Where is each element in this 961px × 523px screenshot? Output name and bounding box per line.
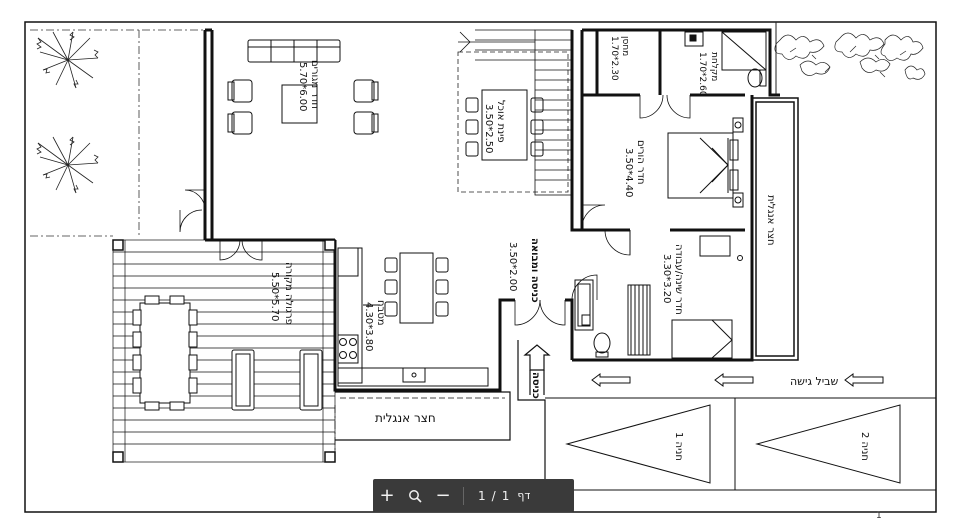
page-label: דף	[517, 489, 531, 502]
pergola-columns	[112, 239, 336, 463]
page-separator: /	[491, 488, 496, 503]
label-living-size: 5.70*6.00	[297, 62, 308, 112]
dining-area-outline	[457, 51, 569, 193]
bathroom-fixtures	[684, 31, 767, 88]
label-living-name: חדר מגורים	[309, 60, 320, 109]
corner-mark: 1	[876, 511, 882, 521]
label-entrance-name: כניסה ומבואה	[529, 238, 540, 303]
label-master-size: 3.50*4.40	[623, 148, 634, 198]
label-guest-size: 3.30*3.20	[661, 254, 672, 304]
pergola-deck	[112, 239, 336, 463]
label-access-path: שביל גישה	[790, 375, 839, 388]
zoom-out-button[interactable]: −	[429, 479, 457, 512]
entrance-arrow-icon	[523, 344, 551, 371]
current-page[interactable]: 1	[478, 488, 486, 503]
label-parking-2: חניה 2	[859, 432, 870, 461]
outdoor-dining-table	[132, 295, 198, 411]
label-wardrobe-name: מחסן	[620, 36, 630, 56]
room-labels: חדר מגורים 5.70*6.00 פינת אוכל 3.50*2.50…	[269, 36, 870, 461]
viewer-toolbar: + − 1 / 1 דף	[373, 479, 574, 512]
label-yard-east: חצר אנגלית	[765, 195, 776, 246]
page-indicator: 1 / 1	[470, 489, 509, 503]
label-pergola-size: 5.50*5.70	[269, 272, 280, 322]
label-kitchen-name: מטבח	[375, 300, 386, 326]
guest-room-furniture	[627, 235, 743, 359]
zoom-search-button[interactable]	[401, 479, 429, 512]
kitchen-furniture	[337, 247, 489, 387]
dining-table	[465, 89, 544, 161]
sofa-set	[227, 39, 379, 135]
label-parking-1: חניה 1	[673, 432, 684, 461]
label-guest-name: חדר שינה/עבודה	[673, 244, 684, 315]
total-pages: 1	[501, 488, 510, 503]
magnifier-icon	[409, 489, 422, 503]
toolbar-divider	[463, 486, 464, 505]
label-yard-south: חצר אנגלית	[375, 411, 436, 425]
label-master-name: חדר הורים	[635, 140, 646, 185]
zoom-out-icon: −	[435, 485, 451, 506]
label-bath-size: 1.70*2.60	[697, 52, 707, 97]
label-wardrobe-size: 1.70*2.30	[609, 36, 619, 81]
outdoor-sofas	[231, 349, 323, 411]
label-entry-sign: כניסה	[530, 372, 541, 399]
label-bath-name: מקלחת	[709, 52, 719, 81]
courtyard-wall	[751, 97, 799, 361]
path-arrow-icon	[591, 373, 884, 387]
shrub-icon	[774, 32, 926, 80]
zoom-in-button[interactable]: +	[373, 479, 401, 512]
guest-bath	[574, 279, 611, 358]
door-swings	[179, 94, 691, 326]
label-entrance-size: 3.50*2.00	[507, 242, 518, 292]
label-pergola-name: פרגולה מקורה	[283, 262, 294, 325]
zoom-in-icon: +	[379, 485, 395, 506]
entry-path-lines	[517, 340, 546, 490]
yard-south-wall	[335, 391, 511, 441]
label-dining-size: 3.50*2.50	[483, 104, 494, 154]
label-dining-name: פינת אוכל	[495, 100, 506, 143]
label-kitchen-size: 4.30*3.80	[363, 302, 374, 352]
drawing-frame	[24, 21, 937, 513]
double-bed	[667, 117, 744, 208]
palm-tree-icon	[36, 31, 99, 194]
parking-area	[545, 397, 936, 491]
